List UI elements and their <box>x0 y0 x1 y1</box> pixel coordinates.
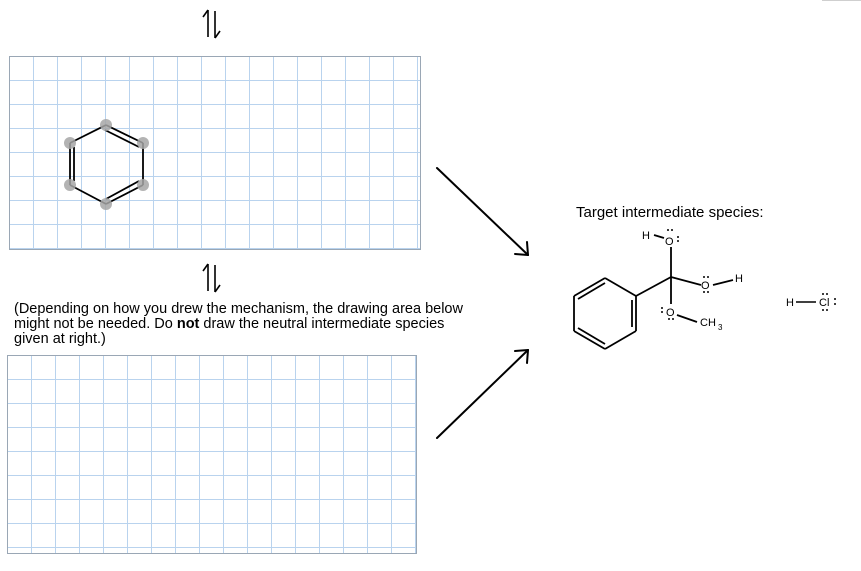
lone-pair-dots <box>661 229 709 320</box>
instruction-part1: (Depending on how you drew the mechanism… <box>14 301 463 332</box>
drawing-area-bottom[interactable] <box>7 355 417 554</box>
atom-handle <box>100 119 112 131</box>
atom-handle <box>64 137 76 149</box>
instruction-text: (Depending on how you drew the mechanism… <box>14 302 464 347</box>
atom-o-top: O <box>665 236 674 248</box>
instruction-part2: draw the neutral intermediate species gi… <box>14 316 445 347</box>
target-species-label: Target intermediate species: <box>576 204 764 221</box>
atom-handle <box>137 137 149 149</box>
atom-methyl-subscript: 3 <box>718 323 723 332</box>
atom-handle <box>64 179 76 191</box>
equilibrium-arrow-icon <box>202 263 221 293</box>
hcl-molecule: H Cl <box>786 293 836 311</box>
atom-methyl-c: CH <box>700 317 716 329</box>
lone-pair-dots <box>822 293 836 311</box>
atom-o-right: O <box>701 280 710 292</box>
atom-cl: Cl <box>819 297 829 309</box>
atom-h-right: H <box>735 273 743 285</box>
reaction-arrow-icon <box>436 349 529 439</box>
equilibrium-arrow-icon <box>202 9 221 39</box>
atom-handle <box>137 179 149 191</box>
benzene-ring-drawing[interactable] <box>10 57 422 251</box>
instruction-bold: not <box>176 316 200 332</box>
drawing-area-top[interactable] <box>9 56 421 250</box>
atom-h-top: H <box>642 230 650 242</box>
atom-o-bottom: O <box>666 307 675 319</box>
atom-h: H <box>786 297 794 309</box>
top-right-divider <box>822 0 861 1</box>
reaction-arrow-icon <box>436 167 529 256</box>
target-intermediate-structure: H O O H O CH 3 <box>573 229 743 350</box>
atom-handle <box>100 198 112 210</box>
